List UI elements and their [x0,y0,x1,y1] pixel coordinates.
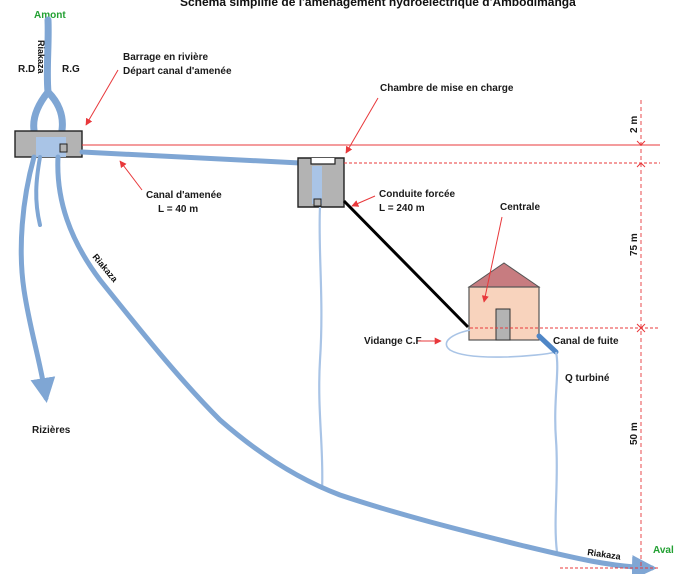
barrage-pointer [85,69,119,126]
centrale-door [495,308,511,341]
dim-label-50m: 50 m [629,422,640,445]
barrage-gate [59,143,68,153]
dimension-tick-2 [636,162,646,168]
vidange-label: Vidange C.F [364,336,422,347]
dimension-tick-1 [636,140,646,146]
river-side-branch [34,155,42,227]
conduite-label-line1: Conduite forcée [379,189,456,200]
barrage-label-line1: Barrage en rivière [123,52,208,63]
river-label-mid: Riakaza [90,252,120,285]
river-label-bottom: Riakaza [587,547,623,562]
chambre-outlet [313,198,322,207]
conduite-forcee [342,199,470,329]
barrage-label-line2: Départ canal d'amenée [123,66,232,77]
chambre-pointer [345,97,379,154]
canal-fuite-label: Canal de fuite [553,336,619,347]
dim-label-75m: 75 m [629,233,640,256]
canal-label-line2: L = 40 m [158,204,198,215]
amont-label: Amont [34,10,66,21]
chambre-label: Chambre de mise en charge [380,83,514,94]
canal-amenee [79,149,303,166]
canal-label-line1: Canal d'amenée [146,190,222,201]
centrale-roof [467,262,541,288]
conduite-pointer [351,195,376,207]
rizieres-label: Rizières [32,425,71,436]
river-upstream-right [44,88,66,134]
q-turbine-label: Q turbiné [565,373,610,384]
centrale-label: Centrale [500,202,540,213]
river-rizieres-branch [18,154,56,403]
chambre-overflow [318,206,324,491]
q-turbine-flow [554,351,559,553]
rg-label: R.G [62,64,80,75]
rd-label: R.D [18,64,35,75]
river-main [55,154,657,574]
river-upstream [30,16,52,134]
chambre-notch [310,158,336,165]
chambre-water [312,166,322,204]
canal-fuite [536,333,559,355]
aval-label: Aval [653,545,674,556]
vidange-loop [445,329,557,358]
conduite-label-line2: L = 240 m [379,203,425,214]
barrage-water [36,137,66,157]
dimension-tick-4 [636,327,646,333]
diagram-title: Schéma simplifié de l'aménagement hydroé… [180,0,576,9]
canal-pointer [119,160,143,191]
river-label-top: Riakaza [36,40,46,75]
dim-label-2m: 2 m [629,116,640,133]
centrale-pointer [481,216,503,303]
